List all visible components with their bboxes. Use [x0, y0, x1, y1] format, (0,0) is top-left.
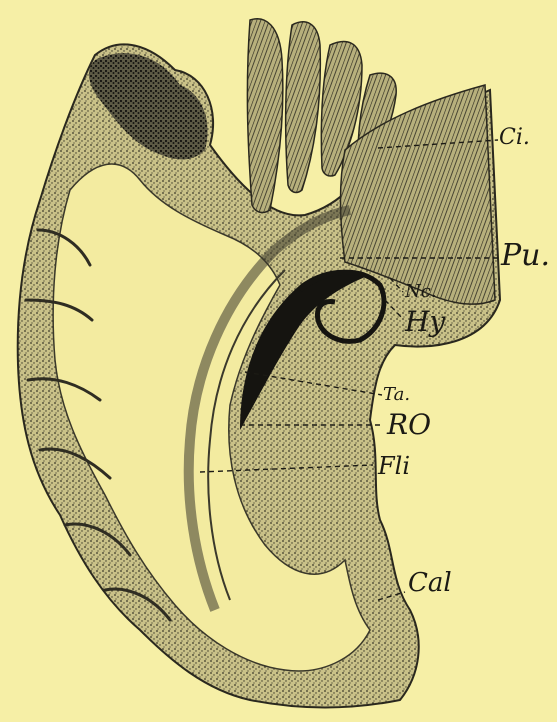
label-ta: Ta. [383, 386, 410, 404]
label-cal: Cal [408, 570, 452, 596]
label-ci: Ci. [499, 127, 530, 149]
label-fli: Fli [378, 454, 410, 478]
label-ro: RO [387, 411, 431, 439]
label-hy: Hy [405, 308, 445, 336]
label-pu: Pu. [501, 241, 550, 271]
label-nc: Nc. [405, 283, 437, 301]
